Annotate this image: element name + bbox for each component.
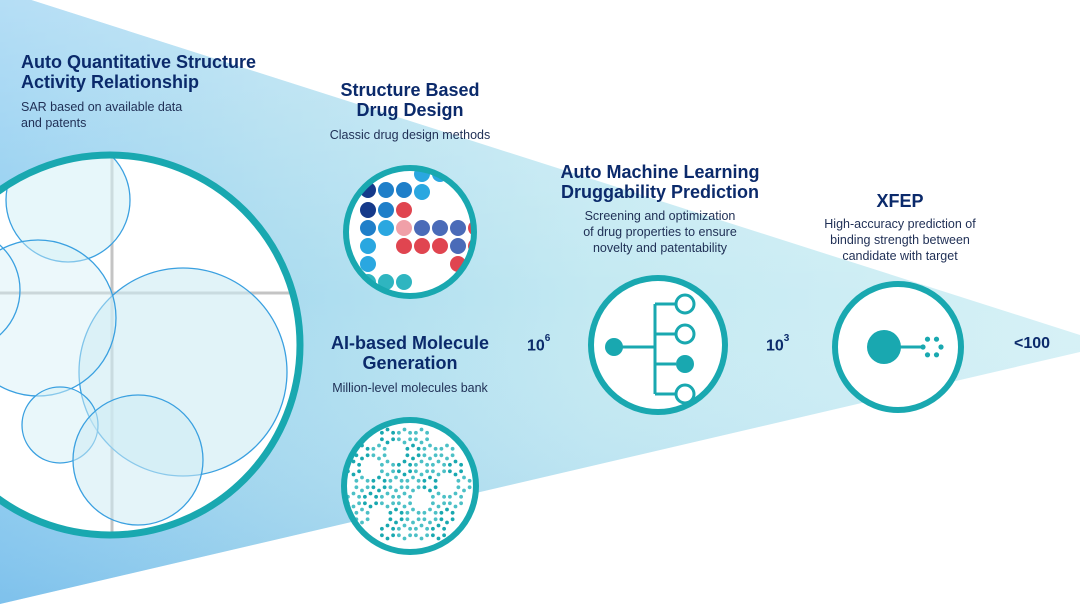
ai-generation-description: Million-level molecules bank: [332, 381, 488, 395]
xfep-description: High-accuracy prediction of binding stre…: [824, 217, 976, 263]
count-thousand: 103: [766, 333, 790, 355]
automl-title: Auto Machine Learning Druggability Predi…: [560, 162, 760, 202]
sbdd-circle: [343, 165, 477, 299]
hexagon-molecules-icon: [346, 427, 472, 541]
qsar-title: Auto Quantitative Structure Activity Rel…: [21, 52, 257, 92]
ai-generation-title: AI-based Molecule Generation: [330, 333, 490, 373]
ai-generation-circle: [341, 417, 479, 555]
count-million: 106: [527, 333, 551, 355]
qsar-description: SAR based on available data and patents: [21, 100, 183, 130]
automl-description: Screening and optimization of drug prope…: [583, 209, 737, 255]
automl-circle: [588, 275, 728, 415]
sbdd-title: Structure Based Drug Design: [340, 80, 480, 120]
qsar-circle: [0, 151, 304, 539]
count-hundred: <100: [1014, 335, 1051, 352]
sbdd-description: Classic drug design methods: [329, 128, 491, 142]
decision-tree-icon: [605, 293, 696, 405]
xfep-title: XFEP: [876, 191, 924, 211]
ligand-binding-icon: [867, 330, 944, 364]
xfep-circle: [832, 281, 964, 413]
